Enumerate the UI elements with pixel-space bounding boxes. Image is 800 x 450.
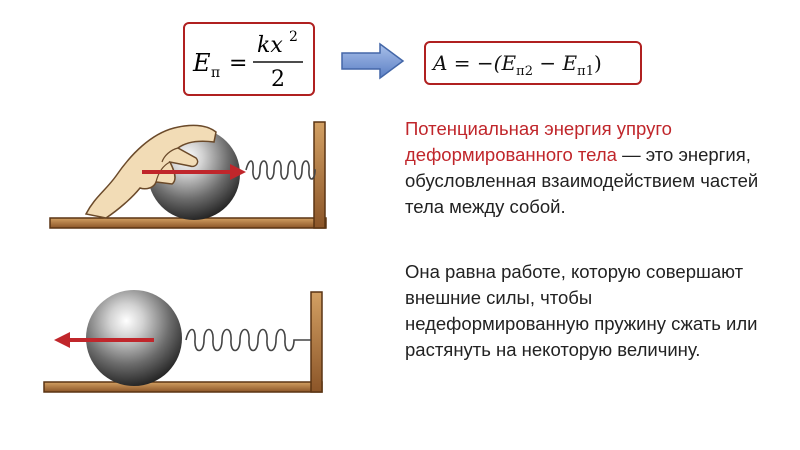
work-formula-close: ) — [594, 51, 602, 75]
force-arrow-head-icon — [54, 332, 70, 348]
spring — [245, 160, 316, 180]
energy-subscript: п — [211, 65, 220, 81]
potential-energy-formula: E п = kx 2 2 — [183, 22, 315, 96]
compressed-spring-scene — [49, 121, 327, 229]
floor-board — [43, 381, 323, 393]
equals-sign: = — [229, 51, 247, 76]
work-formula-text: A = −(Eп2 − Eп1) — [431, 51, 602, 79]
released-spring-scene — [43, 290, 323, 393]
spring — [185, 328, 311, 352]
numerator: kx — [257, 33, 283, 58]
work-statement: Она равна работе, которую совершают внеш… — [405, 261, 758, 360]
definition-paragraph: Потенциальная энергия упруго деформирова… — [405, 116, 775, 220]
wall-board — [313, 121, 326, 229]
work-formula-minus: − E — [533, 51, 577, 75]
work-formula-part-a: A = −(E — [431, 51, 516, 75]
work-formula: A = −(Eп2 − Eп1) — [424, 41, 642, 85]
definition-rest: — это энергия, обусловленная взаимодейст… — [405, 144, 759, 217]
force-arrow-head-icon — [230, 164, 246, 180]
exponent: 2 — [289, 29, 298, 45]
denominator: 2 — [271, 67, 285, 92]
energy-symbol: E — [192, 49, 211, 77]
wall-board — [310, 291, 323, 393]
work-formula-sub2: п1 — [577, 64, 594, 79]
implies-arrow-icon — [341, 42, 405, 80]
definition-term: Потенциальная энергия упруго деформирова… — [405, 118, 672, 165]
work-formula-sub1: п2 — [516, 64, 533, 79]
